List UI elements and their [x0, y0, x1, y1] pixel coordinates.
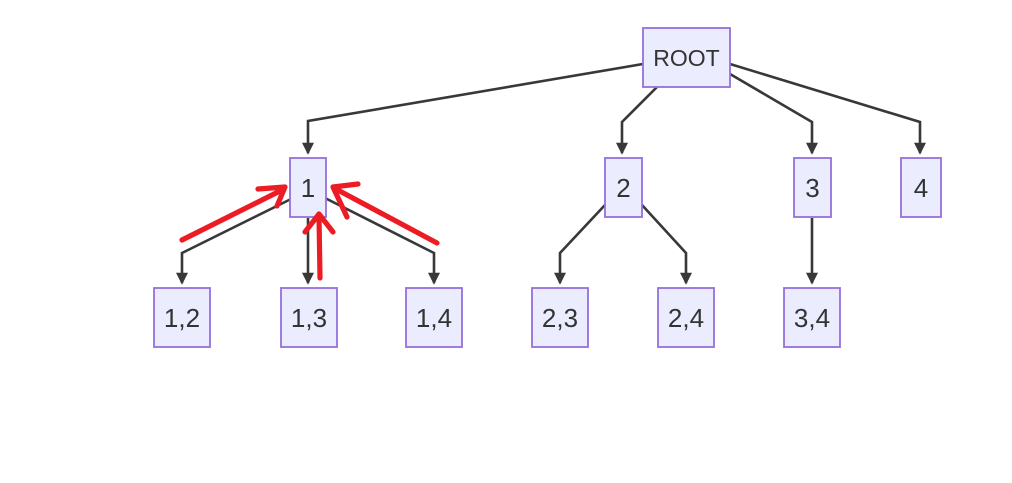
- node-2-4: 2,4: [657, 287, 715, 348]
- red-arrow-from-1-2-shaft: [179, 187, 285, 243]
- red-arrow-from-1-4: [330, 181, 440, 246]
- node-1-2-label: 1,2: [164, 303, 200, 333]
- edge-1-12: [176, 197, 292, 285]
- node-2-3: 2,3: [531, 287, 589, 348]
- node-1-4-label: 1,4: [416, 303, 452, 333]
- node-3: 3: [793, 157, 832, 218]
- node-2: 2: [604, 157, 643, 218]
- edge-root-3: [729, 72, 818, 155]
- node-4: 4: [900, 157, 942, 218]
- node-1-4-box: [405, 287, 463, 348]
- red-arrow-from-1-3-head: [302, 211, 336, 235]
- node-root-label: ROOT: [653, 45, 719, 71]
- node-2-label: 2: [616, 173, 630, 203]
- node-1: 1: [289, 157, 327, 218]
- red-arrow-from-1-3: [302, 211, 336, 281]
- red-arrow-from-1-2-head: [255, 184, 288, 209]
- node-2-3-box: [531, 287, 589, 348]
- node-3-4-box: [783, 287, 841, 348]
- node-4-box: [900, 157, 942, 218]
- edge-2-24: [641, 204, 692, 285]
- node-1-3-box: [280, 287, 338, 348]
- edge-root-4: [729, 62, 926, 155]
- tree-nodes: ROOT 1 2 3 4 1,2: [153, 27, 942, 348]
- edge-root-1: [302, 62, 644, 155]
- edge-root-2: [616, 86, 658, 155]
- edge-2-23: [554, 204, 606, 285]
- node-4-label: 4: [914, 173, 928, 203]
- node-3-4: 3,4: [783, 287, 841, 348]
- node-1-3-label: 1,3: [291, 303, 327, 333]
- node-root: ROOT: [642, 27, 731, 88]
- node-3-4-label: 3,4: [794, 303, 830, 333]
- node-1-label: 1: [301, 173, 315, 203]
- node-3-label: 3: [805, 173, 819, 203]
- red-arrow-from-1-3-shaft: [316, 213, 323, 281]
- edge-1-14: [324, 196, 440, 285]
- red-annotation-arrows: [179, 181, 440, 281]
- node-1-3: 1,3: [280, 287, 338, 348]
- node-1-2-box: [153, 287, 211, 348]
- node-2-box: [604, 157, 643, 218]
- node-2-4-box: [657, 287, 715, 348]
- node-1-4: 1,4: [405, 287, 463, 348]
- node-3-box: [793, 157, 832, 218]
- node-1-2: 1,2: [153, 287, 211, 348]
- red-arrow-from-1-4-shaft: [331, 185, 440, 246]
- node-root-box: [642, 27, 731, 88]
- red-arrow-from-1-2: [179, 184, 288, 243]
- node-2-4-label: 2,4: [668, 303, 704, 333]
- red-arrow-from-1-4-head: [330, 181, 361, 220]
- node-2-3-label: 2,3: [542, 303, 578, 333]
- node-1-box: [289, 157, 327, 218]
